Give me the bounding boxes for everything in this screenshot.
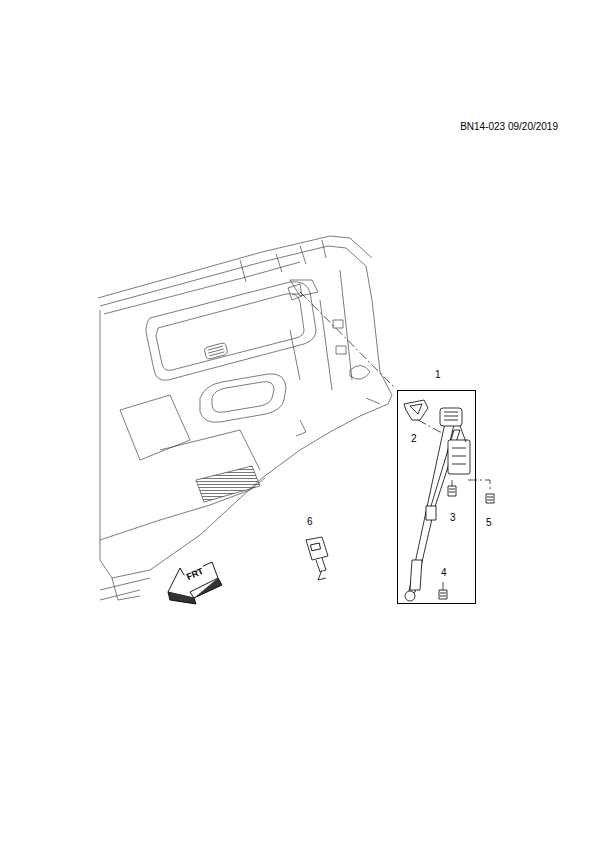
drawing-stroke: [448, 440, 470, 474]
drawing-stroke: [196, 466, 260, 502]
drawing-stroke: [426, 506, 436, 520]
drawing-stroke: [449, 489, 455, 492]
drawing-stroke: [486, 494, 494, 503]
drawing-stroke: [100, 266, 392, 578]
drawing-stroke: [405, 591, 415, 601]
drawing-stroke: [440, 408, 462, 426]
drawing-stroke: [487, 497, 493, 500]
drawing-stroke: [310, 543, 320, 551]
drawing-stroke: [452, 448, 466, 464]
drawing-stroke: [316, 558, 326, 572]
drawing-stroke: [160, 430, 260, 470]
drawing-stroke: [212, 382, 274, 413]
leader-line: [300, 292, 490, 590]
drawing-stroke: [318, 570, 326, 580]
drawing-stroke: [296, 398, 380, 436]
trim-panel: [98, 236, 392, 600]
drawing-stroke: [443, 582, 444, 590]
drawing-stroke: [460, 426, 466, 442]
callout-number: 3: [450, 512, 456, 524]
drawing-stroke: [204, 342, 228, 359]
drawing-stroke: [207, 346, 224, 356]
drawing-stroke: [168, 592, 196, 604]
drawing-stroke: [156, 294, 304, 371]
drawing-stroke: [448, 486, 456, 496]
drawing-stroke: [468, 480, 490, 492]
front-arrow: [168, 562, 222, 604]
drawing-stroke: [120, 395, 190, 460]
drawing-stroke: [104, 262, 300, 314]
callout-number: 4: [441, 567, 447, 579]
drawing-stroke: [200, 374, 286, 423]
drawing-stroke: [444, 412, 458, 420]
drawing-stroke: [290, 270, 352, 390]
drawing-stroke: [404, 400, 428, 420]
drawing-stroke: [410, 404, 422, 414]
drawing-stroke: [98, 236, 372, 298]
drawing-stroke: [350, 365, 370, 379]
callout-number: 2: [411, 433, 417, 445]
callout-number: 5: [486, 517, 492, 529]
callout-number: 1: [435, 369, 441, 381]
assembly-box: 1234: [397, 390, 476, 604]
drawing-stroke: [300, 292, 395, 388]
drawing-stroke: [306, 537, 328, 560]
drawing-stroke: [240, 240, 326, 282]
callout-number: 6: [307, 516, 313, 528]
drawing-stroke: [410, 560, 422, 590]
drawing-stroke: [439, 590, 447, 599]
seat-belt-assembly: [404, 400, 494, 601]
drawing-stroke: [333, 320, 346, 354]
figure-code: BN14-023 09/20/2019: [460, 121, 558, 133]
drawing-stroke: [168, 562, 218, 598]
drawing-stroke: [194, 578, 222, 598]
drawing-stroke: [440, 593, 446, 596]
mount-bracket: [288, 284, 302, 300]
drawing-stroke: [290, 280, 318, 296]
buckle: [306, 537, 328, 580]
drawing-stroke: [100, 578, 150, 600]
